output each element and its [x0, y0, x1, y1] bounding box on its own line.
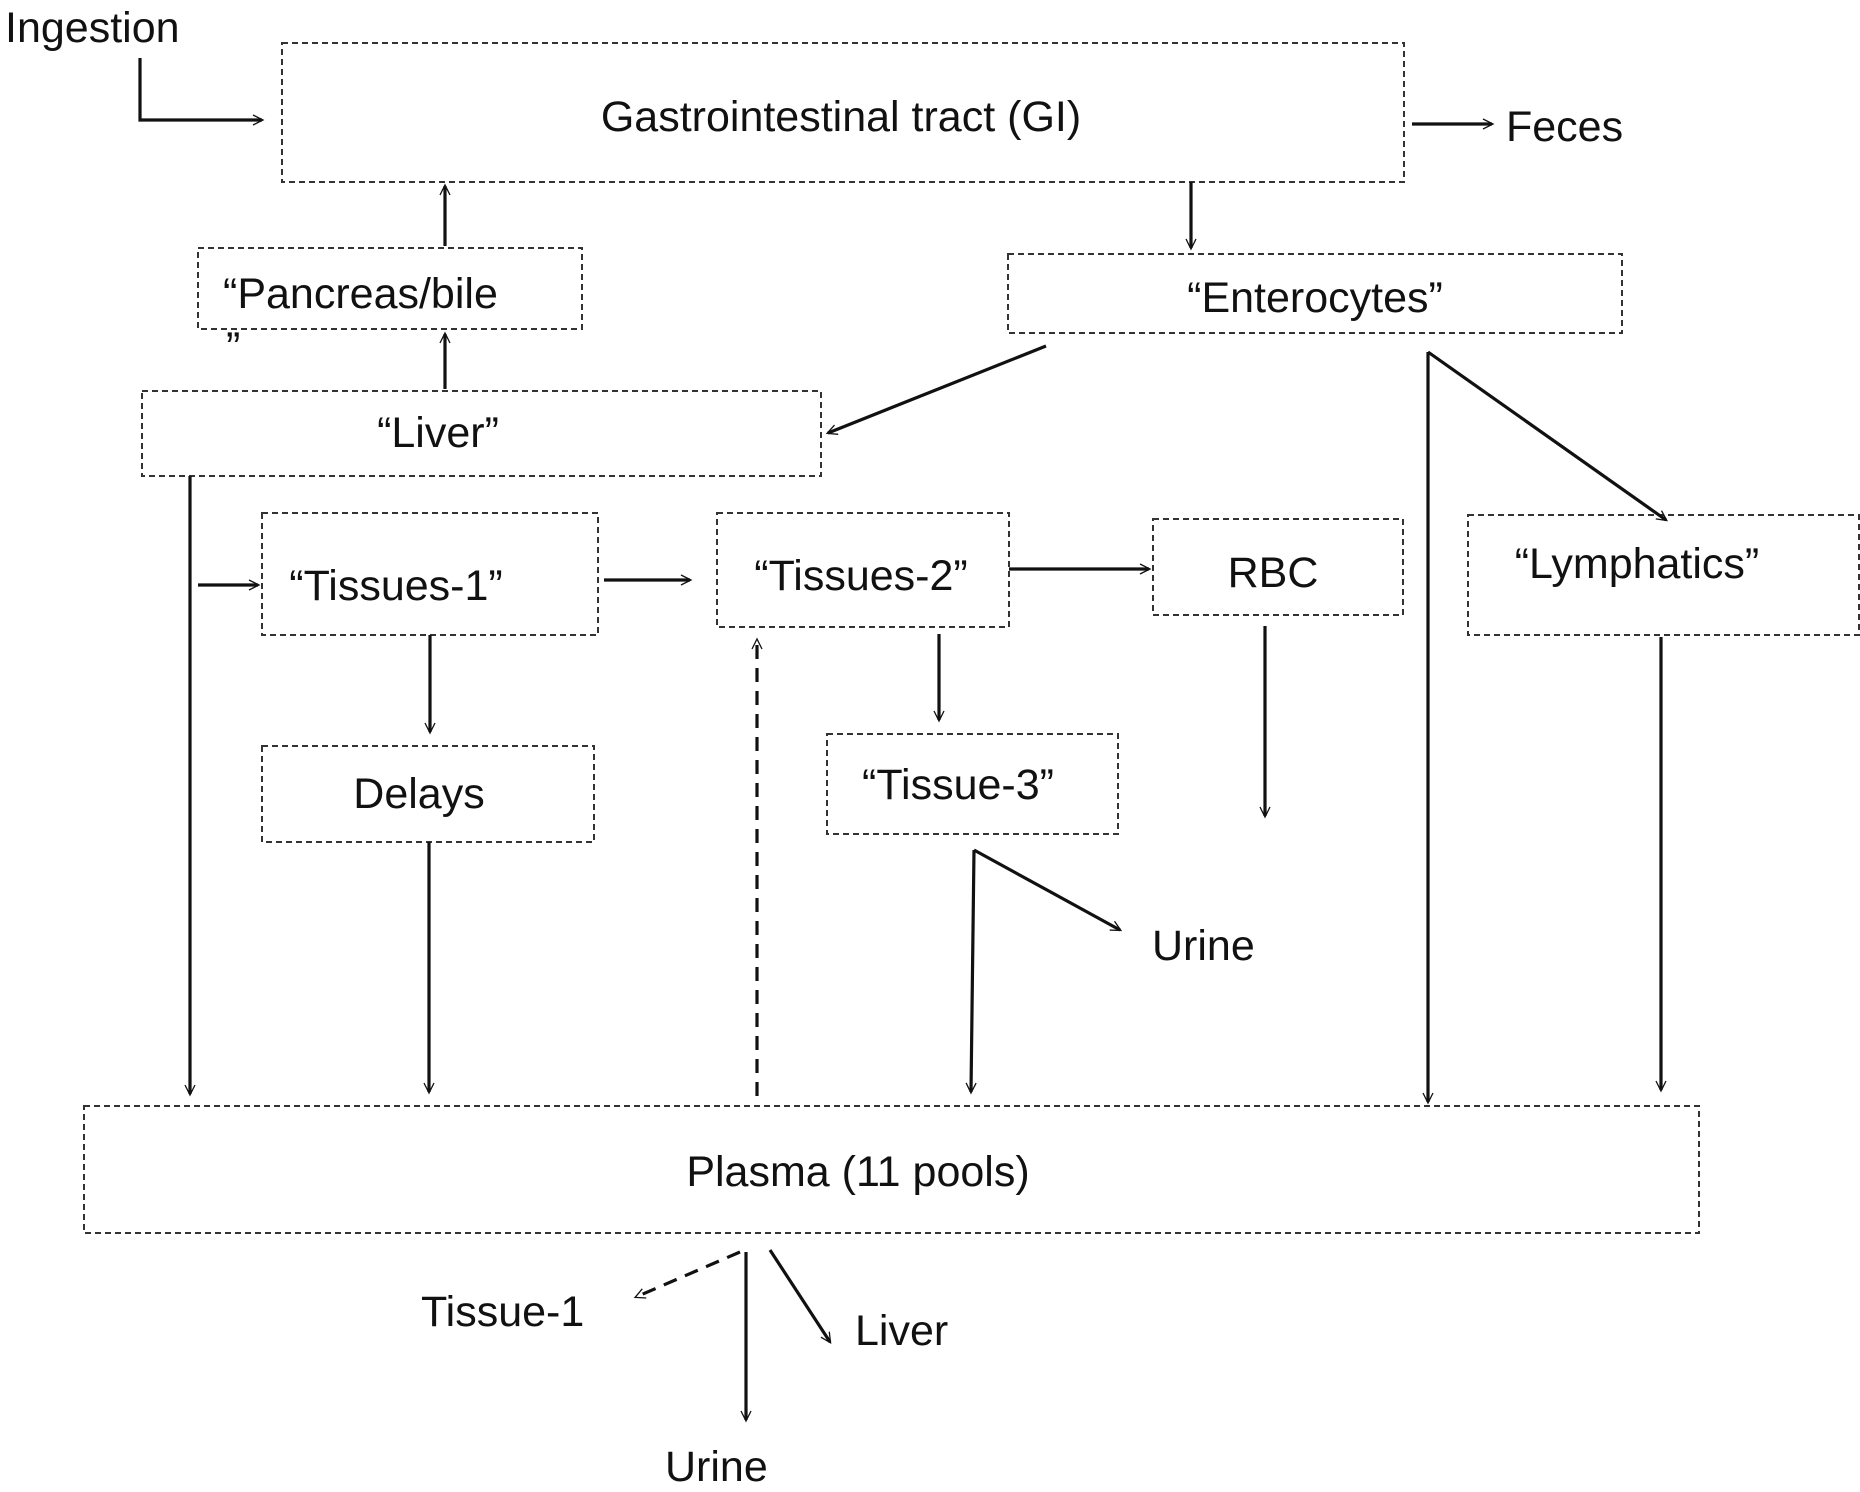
plasma-label: Plasma (11 pools) [686, 1148, 1029, 1196]
tissues-1-box: “Tissues-1” [261, 512, 599, 636]
tissues-1-label: “Tissues-1” [289, 562, 502, 610]
edge-enterocytes-to-lymphatics [1427, 350, 1669, 522]
pancreas-bile-box: “Pancreas/bile ” [197, 247, 583, 372]
edge-plasma-to-liver [768, 1249, 832, 1345]
rbc-box: RBC [1152, 518, 1404, 616]
tissues-2-label: “Tissues-2” [754, 552, 967, 600]
edge-enterocytes-to-liver [825, 344, 1047, 435]
tissues-2-box: “Tissues-2” [716, 512, 1010, 628]
liver-label: “Liver” [377, 409, 499, 457]
tissue-3-box: “Tissue-3” [826, 733, 1119, 835]
lymphatics-box: “Lymphatics” [1467, 514, 1860, 636]
pancreas-bile-closing-quote: ” [226, 324, 240, 372]
enterocytes-label: “Enterocytes” [1187, 274, 1443, 322]
edge-tissue-3-to-urine [973, 848, 1123, 932]
edge-ingestion-to-gi [138, 58, 265, 126]
delays-label: Delays [353, 770, 484, 818]
liver-box: “Liver” [141, 390, 822, 477]
tissue-1-output-label: Tissue-1 [421, 1288, 584, 1336]
lymphatics-label: “Lymphatics” [1515, 540, 1760, 588]
urine-label-mid: Urine [1152, 922, 1255, 970]
edge-plasma-to-tissue-1 [633, 1250, 741, 1299]
tissue-3-label: “Tissue-3” [862, 761, 1054, 809]
enterocytes-box: “Enterocytes” [1007, 253, 1623, 334]
feces-label: Feces [1506, 103, 1623, 151]
rbc-label: RBC [1228, 549, 1319, 597]
gi-label: Gastrointestinal tract (GI) [601, 93, 1081, 141]
gi-box: Gastrointestinal tract (GI) [281, 42, 1405, 183]
pancreas-bile-label: “Pancreas/bile [223, 270, 498, 318]
urine-output-label: Urine [665, 1443, 768, 1491]
ingestion-label: Ingestion [5, 4, 180, 52]
plasma-box: Plasma (11 pools) [83, 1105, 1700, 1234]
liver-output-label: Liver [855, 1307, 948, 1355]
delays-box: Delays [261, 745, 595, 843]
edge-tissue-3-to-plasma [965, 849, 977, 1095]
